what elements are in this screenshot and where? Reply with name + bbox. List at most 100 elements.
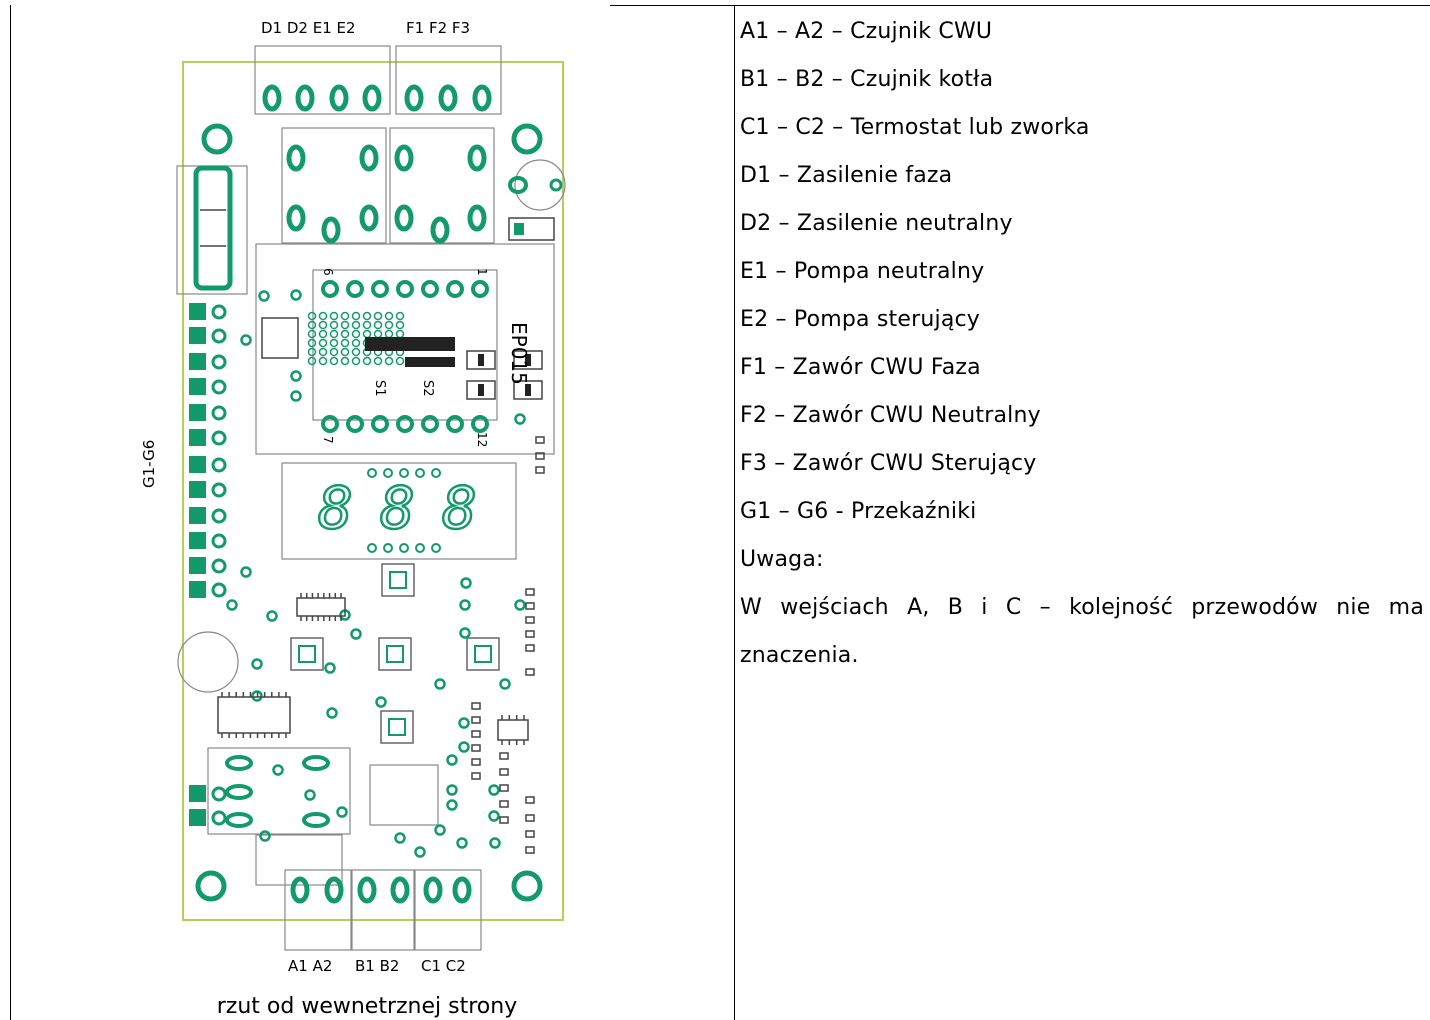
via-19 — [499, 678, 511, 690]
pad-top-de-1 — [295, 84, 315, 112]
regulator — [261, 317, 299, 359]
sensor-block — [207, 747, 351, 835]
via-grid-1-3 — [340, 320, 350, 330]
smd-pad-12 — [471, 744, 481, 752]
display-digit-1: 8 — [318, 474, 353, 542]
pad-display-top-0 — [367, 468, 377, 478]
chip-label: EP015 — [507, 322, 531, 385]
microcontroller — [369, 764, 439, 826]
via-grid-5-2 — [329, 356, 339, 366]
via-grid-1-0 — [307, 320, 317, 330]
legend-item-f1: F1 – Zawór CWU Faza — [740, 355, 981, 380]
via-grid-2-2 — [329, 329, 339, 339]
pad-header-bottom-5 — [446, 415, 464, 433]
via-33 — [434, 824, 446, 836]
pad-left-round-2 — [211, 354, 227, 370]
via-13 — [350, 628, 362, 640]
pad-bottom-1 — [324, 876, 344, 904]
legend-item-e2: E2 – Pompa sterujący — [740, 307, 981, 332]
pad-left-round-10 — [211, 558, 227, 574]
pad-bottom-4 — [423, 876, 443, 904]
button-frame-0 — [381, 563, 415, 597]
via-grid-2-6 — [373, 329, 383, 339]
pad-left-sq-7 — [189, 481, 206, 498]
sensor-pad-5 — [225, 784, 253, 800]
pcb-diagram: D1 D2 E1 E2 F1 F2 F3 A1 A2 B1 B2 C1 C2 G… — [140, 19, 566, 975]
via-17 — [434, 678, 446, 690]
via-grid-1-5 — [362, 320, 372, 330]
via-16 — [324, 662, 336, 674]
connector-bottom-b — [351, 869, 415, 951]
smd-pad-14 — [471, 772, 481, 780]
right-smd-block — [508, 217, 555, 241]
pad-left-round-0 — [211, 304, 227, 320]
via-21 — [326, 707, 338, 719]
relay-block-1 — [281, 127, 387, 244]
pad-left-sq-4 — [189, 404, 206, 421]
diode-band-0 — [478, 354, 484, 366]
table-top-border — [610, 5, 1430, 6]
button-core-2 — [386, 645, 404, 663]
pad-header-bottom-1 — [346, 415, 364, 433]
pad-relay-0 — [286, 144, 306, 172]
ring-right — [514, 159, 566, 211]
via-grid-5-8 — [395, 356, 405, 366]
mounting-hole-tr — [511, 123, 543, 155]
pad-left-round-11 — [211, 582, 227, 598]
diagram-caption: rzut od wewnetrznej strony — [216, 994, 518, 1019]
pad-header-top-4 — [421, 280, 439, 298]
via-grid-1-7 — [384, 320, 394, 330]
pad-left-sq-9 — [189, 532, 206, 549]
pad-left-sq-1 — [189, 327, 206, 344]
pad-left-sq-2 — [189, 353, 206, 370]
pad-left-sq-12 — [189, 785, 206, 802]
smd-pad-3 — [525, 588, 535, 596]
smd-pad-21 — [525, 814, 535, 822]
fuse-body — [193, 165, 233, 291]
via-grid-5-1 — [318, 356, 328, 366]
via-1 — [290, 289, 302, 301]
pad-left-round-7 — [211, 482, 227, 498]
via-grid-3-3 — [340, 338, 350, 348]
pad-header-bottom-4 — [421, 415, 439, 433]
pad-bottom-5 — [452, 876, 472, 904]
legend-item-f3: F3 – Zawór CWU Sterujący — [740, 451, 1037, 476]
via-27 — [488, 784, 500, 796]
button-core-1 — [298, 645, 316, 663]
chip-black-bar-2 — [405, 357, 455, 367]
pad-top-de-3 — [362, 84, 382, 112]
pad-left-sq-13 — [189, 809, 206, 826]
note-text: W wejściach A, B i C – kolejność przewod… — [740, 595, 1424, 668]
pad-left-sq-5 — [189, 429, 206, 446]
mounting-hole-tl — [201, 123, 233, 155]
pad-display-bottom-0 — [367, 543, 377, 553]
pad-relay-7 — [394, 204, 414, 232]
sensor-pad-1 — [225, 755, 253, 771]
via-11 — [266, 610, 278, 622]
via-15 — [251, 658, 263, 670]
via-grid-2-5 — [362, 329, 372, 339]
pad-header-bottom-6 — [471, 415, 489, 433]
pad-relay-1 — [359, 144, 379, 172]
smd-pad-18 — [499, 800, 509, 808]
button-frame-4 — [380, 710, 414, 744]
smd-pad-1 — [535, 452, 545, 460]
chip-outline — [312, 269, 498, 421]
smd-pad-7 — [525, 644, 535, 652]
pad-relay-3 — [359, 204, 379, 232]
via-32 — [394, 832, 406, 844]
diode-2 — [513, 350, 543, 370]
silk-label-7: 7 — [321, 436, 335, 444]
sensor-pad-3 — [225, 812, 253, 828]
pad-left-sq-0 — [189, 303, 206, 320]
pad-display-bottom-4 — [431, 543, 441, 553]
smd-pad-23 — [525, 846, 535, 854]
chip-black-bar — [365, 337, 455, 351]
ic-upper — [296, 597, 346, 617]
via-grid-0-1 — [318, 311, 328, 321]
ic-right — [497, 719, 529, 741]
mounting-hole-br — [511, 870, 543, 902]
bottom-label-b: B1 B2 — [355, 957, 399, 975]
connector-bottom-c — [414, 869, 482, 951]
smd-pad-19 — [499, 816, 509, 824]
